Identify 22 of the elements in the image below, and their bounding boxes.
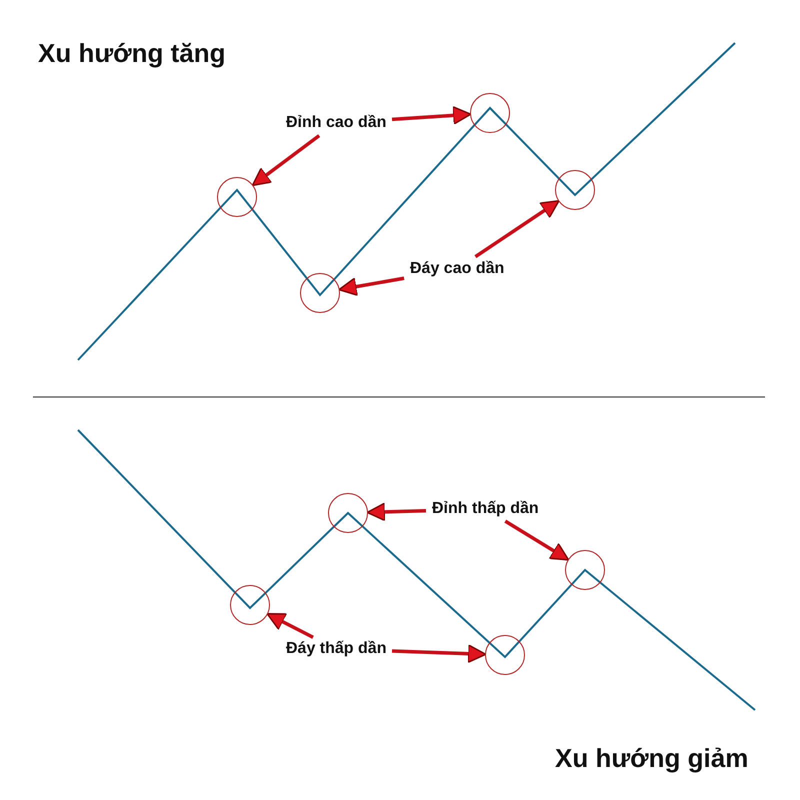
arrow — [392, 644, 486, 664]
callout-text: Đáy cao dần — [410, 260, 504, 278]
arrow — [392, 106, 472, 125]
arrow — [338, 276, 404, 296]
highlight-circle — [565, 550, 605, 590]
highlight-circle — [470, 93, 510, 133]
heading: Xu hướng tăng — [38, 38, 226, 69]
callout-text: Đỉnh cao dần — [286, 114, 386, 132]
callout-text: Đáy thấp dần — [286, 640, 386, 658]
arrow — [266, 613, 314, 639]
highlight-circle — [217, 177, 257, 217]
arrow — [474, 200, 560, 258]
heading: Xu hướng giảm — [555, 743, 748, 774]
arrow — [504, 520, 570, 561]
highlight-circle — [555, 170, 595, 210]
highlight-circle — [300, 273, 340, 313]
highlight-circle — [230, 585, 270, 625]
highlight-circle — [485, 635, 525, 675]
highlight-circle — [328, 493, 368, 533]
arrow — [366, 502, 426, 522]
arrow — [252, 134, 320, 186]
callout-text: Đỉnh thấp dần — [432, 500, 539, 518]
